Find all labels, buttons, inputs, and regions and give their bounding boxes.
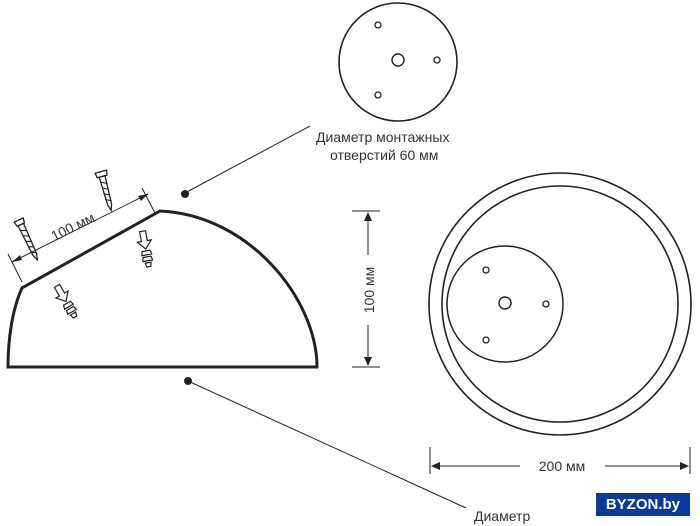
- lamp-center-hole: [498, 296, 512, 310]
- screw-right: [94, 169, 113, 213]
- lamp-top-view: [428, 172, 692, 436]
- bottom-diameter-label: Диаметр: [474, 508, 530, 524]
- mount-holes-label-line1: Диаметр монтажных: [316, 129, 449, 145]
- site-watermark: BYZON.by: [595, 493, 690, 516]
- lamp-outer-ring: [428, 172, 692, 436]
- mounting-hole: [542, 300, 550, 308]
- mounting-hole: [374, 91, 382, 99]
- dome-side-view: [6, 209, 319, 369]
- mounting-hole: [374, 21, 382, 29]
- lamp-inner-ring: [441, 185, 679, 423]
- leader-dot: [181, 190, 189, 198]
- dowel-right: [136, 229, 154, 268]
- screw-left: [13, 217, 39, 262]
- dimension-height: [352, 210, 380, 368]
- dim-diameter-label: 200 мм: [539, 458, 586, 474]
- leader-line-bottom: [184, 377, 467, 509]
- mounting-hole: [482, 336, 490, 344]
- dim-screw-spacing-label: 100 мм: [48, 209, 97, 244]
- mounting-plate-top-view: [338, 2, 458, 122]
- mounting-hole: [433, 56, 441, 64]
- mount-holes-label-line2: отверстий 60 мм: [330, 147, 438, 163]
- mounting-plate-outline: [338, 2, 458, 122]
- mounting-hole: [482, 266, 490, 274]
- mounting-plate-center-hole: [391, 53, 405, 67]
- dimension-diameter: [429, 447, 691, 474]
- dimension-screw-spacing: [7, 187, 157, 283]
- lamp-mounting-plate: [446, 245, 564, 363]
- dome-outline: [6, 209, 319, 369]
- dowel-left: [53, 283, 78, 319]
- leader-line-top: [181, 125, 311, 198]
- dim-height-label: 100 мм: [361, 267, 377, 314]
